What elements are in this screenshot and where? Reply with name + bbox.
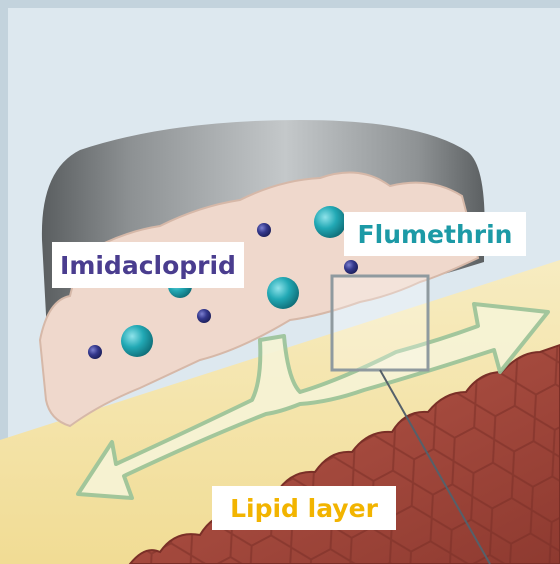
imidacloprid-label: Imidacloprid	[52, 242, 244, 288]
imidacloprid-particle-icon	[344, 260, 358, 274]
flumethrin-particle-icon	[314, 206, 346, 238]
flumethrin-particle-icon	[121, 325, 153, 357]
imidacloprid-particle-icon	[257, 223, 271, 237]
lipid-layer-label: Lipid layer	[212, 486, 396, 530]
imidacloprid-particle-icon	[88, 345, 102, 359]
magnifier-box-icon	[332, 276, 428, 370]
flumethrin-particle-icon	[267, 277, 299, 309]
imidacloprid-particle-icon	[197, 309, 211, 323]
flumethrin-label: Flumethrin	[344, 212, 526, 256]
